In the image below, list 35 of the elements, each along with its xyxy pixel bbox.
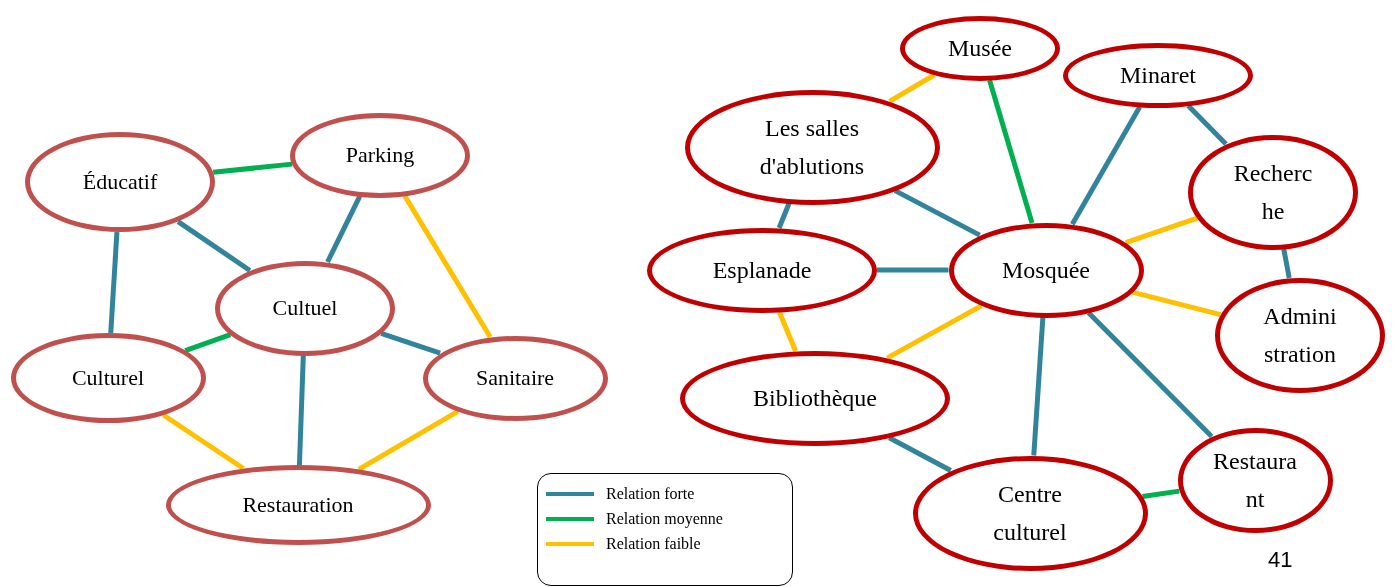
relation-line (893, 188, 981, 238)
relation-line (1142, 488, 1180, 499)
node-label: Centre culturel (992, 479, 1068, 547)
relation-line (1031, 317, 1046, 456)
relation-line (1124, 215, 1199, 245)
relation-line (888, 435, 952, 473)
legend-label: Relation forte (606, 486, 695, 502)
node-label: Restauration (242, 491, 354, 520)
node-label: Admini stration (1262, 301, 1338, 369)
node-label: Recherc he (1232, 158, 1314, 226)
relation-line (108, 231, 120, 334)
relation-line (212, 161, 293, 175)
legend-label: Relation faible (606, 536, 701, 552)
node-label: Minaret (1120, 60, 1196, 90)
page-number: 41 (1268, 546, 1293, 574)
node-label: Éducatif (82, 168, 158, 197)
relation-line (886, 303, 983, 361)
node-label: Mosquée (1002, 255, 1090, 285)
relation-line (1281, 248, 1292, 279)
relation-line (296, 355, 306, 466)
node-label: Les salles d'ablutions (758, 113, 866, 181)
node-label: Restaura nt (1212, 446, 1298, 514)
relation-line (987, 79, 1035, 224)
relation-line (776, 202, 792, 229)
node-label: Sanitaire (475, 364, 555, 393)
relation-line (176, 219, 252, 273)
node-label: Cultuel (272, 294, 338, 323)
node-label: Esplanade (712, 255, 812, 285)
legend-label: Relation moyenne (606, 511, 723, 527)
node-label: Musée (948, 33, 1012, 63)
node-label: Bibliothèque (753, 383, 877, 413)
relation-line (777, 311, 798, 352)
node-label: Parking (345, 141, 415, 170)
node-label: Culturel (71, 364, 145, 393)
relation-line (877, 267, 949, 273)
